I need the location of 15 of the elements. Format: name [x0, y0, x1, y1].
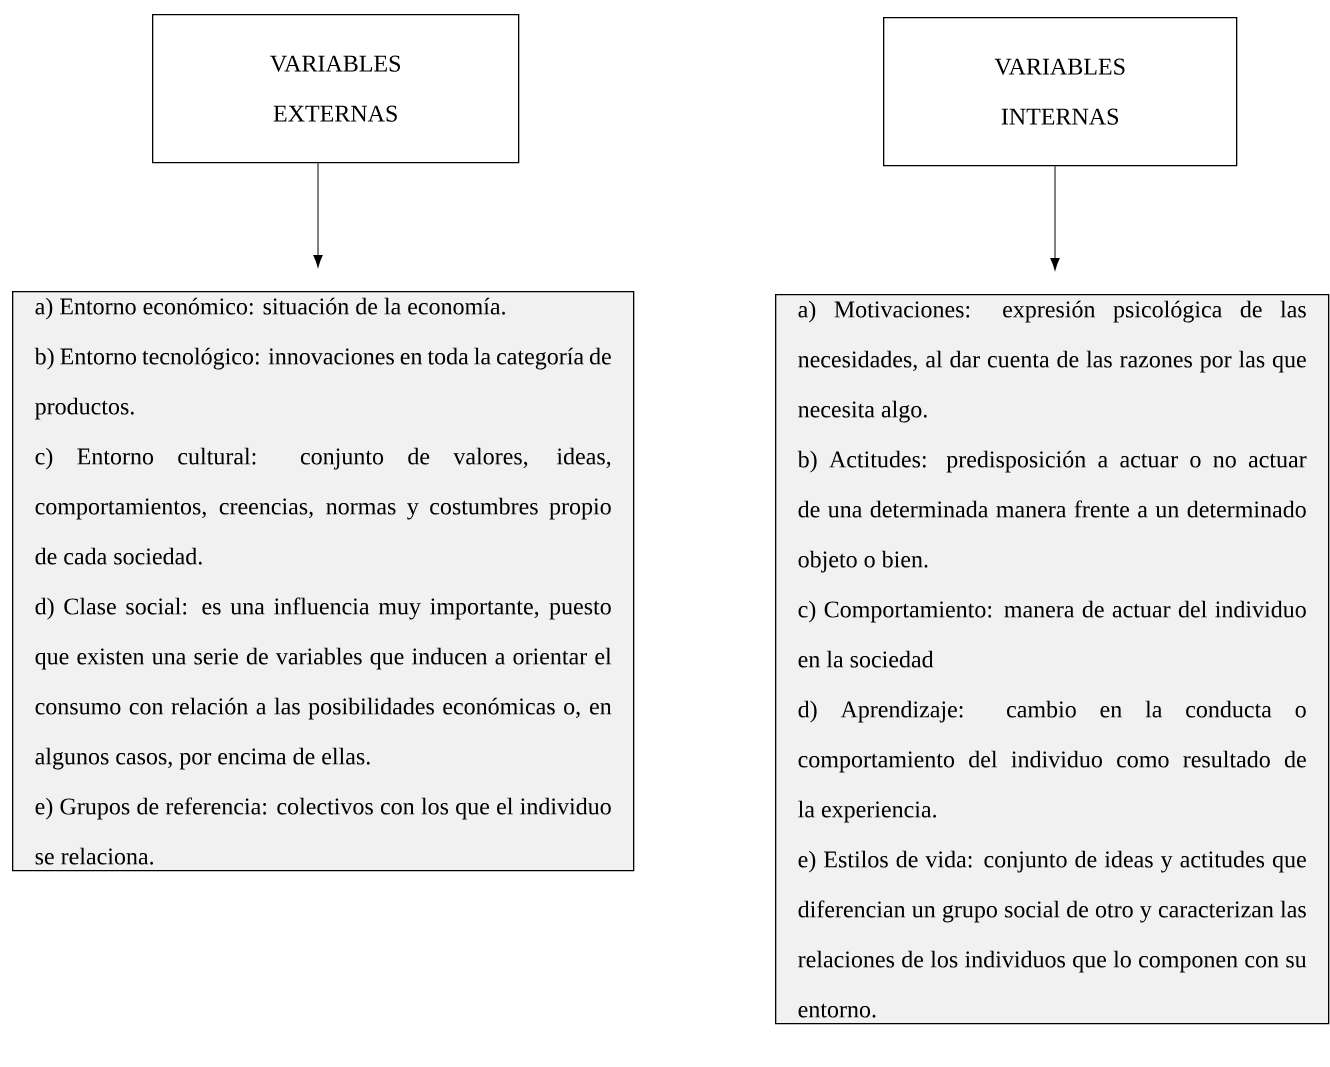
heading-box: VARIABLES EXTERNAS: [152, 14, 520, 164]
list-box: [775, 294, 1330, 1025]
list-box: [12, 291, 635, 872]
list-item: b) Actitudes: predisposición a actuar o no actuar de una determinada manera frente a un determinado objeto o bien.: [797, 450, 1307, 573]
list-item: e) Estilos de vida: conjunto de ideas y actitudes que diferencian un grupo social de otro y caracterizan las relaciones de los individuos que lo componen con su entorno.: [798, 850, 1307, 1018]
arrow: [1050, 165, 1060, 271]
list-item: c) Entorno cultural: conjunto de valores, ideas, comportamientos, creencias, normas y costumbres propio de cada sociedad.: [35, 447, 611, 565]
list-item: a) Entorno económico: situación de la economía.: [35, 297, 505, 320]
list-item: a) Motivaciones: expresión psicológica de las necesidades, al dar cuenta de las razones por las que necesita algo.: [798, 300, 1306, 423]
list-item: b) Entorno tecnológico: innovaciones en toda la categoría de productos.: [34, 347, 611, 420]
arrow: [313, 162, 323, 268]
list-item: d) Aprendizaje: cambio en la conducta o comportamiento del individuo como resultado de la experiencia.: [798, 700, 1306, 823]
heading-box: VARIABLES INTERNAS: [883, 17, 1238, 167]
list-item: e) Grupos de referencia: colectivos con los que el individuo se relaciona.: [35, 797, 611, 865]
list-item: d) Clase social: es una influencia muy importante, puesto que existen una serie de variables que inducen a orientar el consumo con relación a las posibilidades económicas o, en algunos casos, por encima de ellas.: [35, 597, 612, 770]
